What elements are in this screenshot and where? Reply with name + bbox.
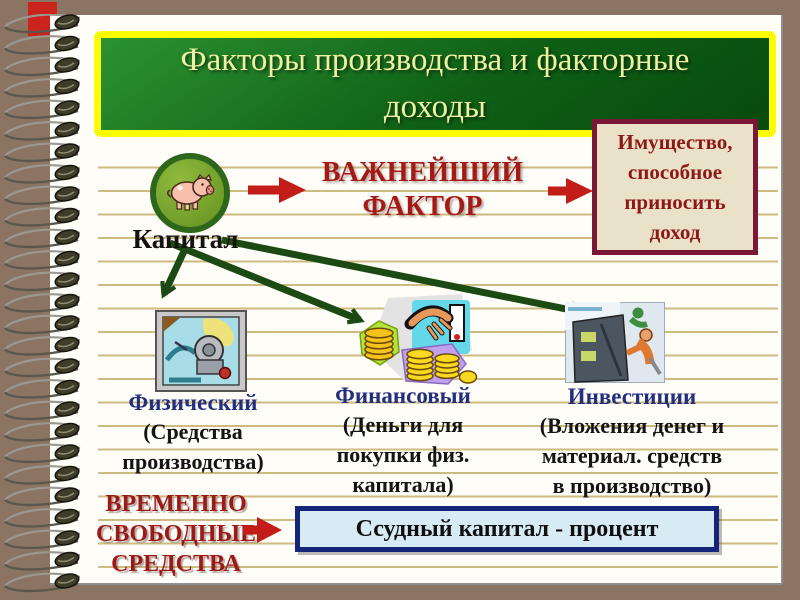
type-description: (Средства производства) — [122, 418, 264, 474]
type-description: (Вложения денег и материал. средств в пр… — [539, 412, 725, 499]
property-box-text: Имущество, способное приносить доход — [617, 129, 733, 245]
key-factor-text: ВАЖНЕЙШИЙ ФАКТОР — [321, 157, 524, 223]
capital-badge — [150, 153, 230, 233]
piggy-bank-icon — [166, 173, 215, 211]
loan-capital-text: Ссудный капитал - процент — [355, 515, 659, 542]
red-arrow-icon — [248, 177, 306, 203]
spiral-binding — [3, 14, 82, 593]
type-name: Финансовый — [335, 383, 471, 408]
type-name: Инвестиции — [567, 384, 697, 409]
capital-label: Капитал — [132, 224, 239, 254]
machinery-image — [155, 310, 247, 392]
type-description: (Деньги для покупки физ. капитала) — [336, 411, 470, 498]
red-arrow-icon — [243, 517, 282, 543]
money-image — [359, 294, 478, 385]
free-funds-text: ВРЕМЕННО СВОБОДНЫЕ СРЕДСТВА — [96, 491, 256, 577]
capital-type-investment: Инвестиции (Вложения денег и материал. с… — [513, 383, 751, 502]
type-name: Физический — [128, 390, 258, 415]
loan-capital-box: Ссудный капитал - процент — [295, 506, 719, 552]
capital-type-physical: Физический (Средства производства) — [103, 389, 283, 477]
investment-image — [565, 302, 665, 383]
property-box: Имущество, способное приносить доход — [592, 119, 758, 255]
capital-type-financial: Финансовый (Деньги для покупки физ. капи… — [318, 382, 488, 501]
red-arrow-icon — [548, 178, 593, 204]
slide-title: Факторы производства и факторные доходы — [180, 42, 690, 125]
